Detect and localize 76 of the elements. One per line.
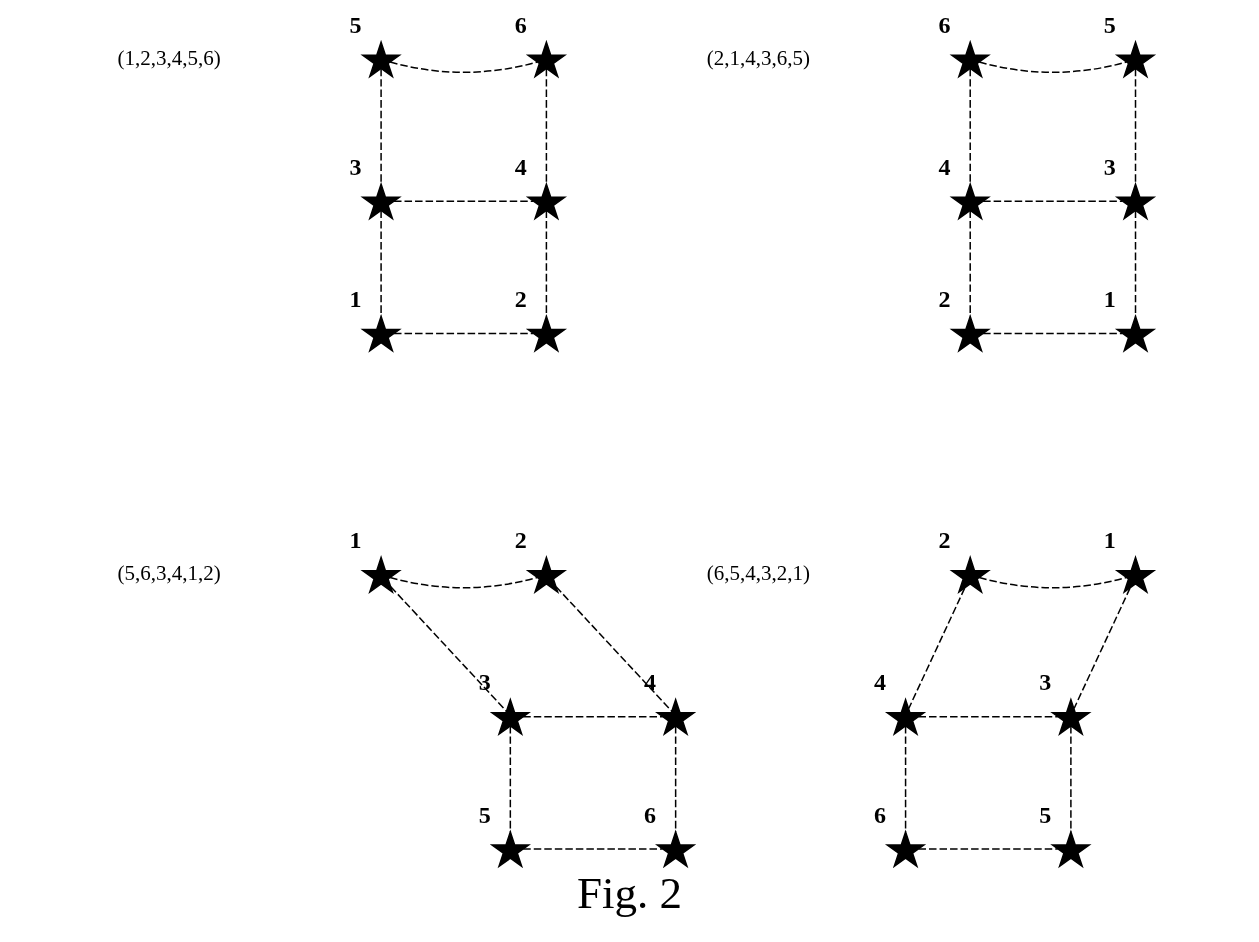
node-label: 4 <box>938 153 951 180</box>
connector <box>969 67 971 185</box>
node-star <box>360 181 402 221</box>
node-label: 1 <box>1103 526 1116 553</box>
node-label: 6 <box>514 11 527 38</box>
node-star <box>489 828 531 868</box>
connector <box>393 332 535 334</box>
connector <box>1134 67 1137 185</box>
node-label: 4 <box>873 668 886 695</box>
node-label: 6 <box>873 800 886 827</box>
connector <box>389 576 538 589</box>
label: (2,1,4,3,6,5) <box>706 45 810 70</box>
label: (6,5,4,3,2,1) <box>706 560 810 585</box>
node-label: 6 <box>938 11 951 38</box>
node-star <box>525 181 568 221</box>
node-star <box>1114 181 1157 221</box>
connector <box>908 586 966 709</box>
connector <box>982 200 1124 202</box>
node-star <box>949 554 991 594</box>
node-label: 5 <box>478 800 491 827</box>
connector <box>545 67 548 185</box>
connector <box>674 724 677 832</box>
connector <box>380 67 382 185</box>
node-label: 2 <box>938 526 951 553</box>
node-star <box>525 39 568 79</box>
node-star <box>655 696 697 736</box>
connector <box>389 60 538 73</box>
node-label: 1 <box>349 526 362 553</box>
connector <box>978 576 1128 589</box>
node-label: 3 <box>1039 668 1052 695</box>
node-star <box>360 554 402 594</box>
node-label: 1 <box>1103 285 1116 312</box>
node-star <box>525 554 568 594</box>
connector <box>904 724 907 832</box>
connector <box>917 715 1059 718</box>
node-star <box>884 828 927 868</box>
connector <box>917 847 1059 850</box>
connector <box>393 200 535 202</box>
node-star <box>655 828 697 868</box>
node-label: 3 <box>1103 153 1116 180</box>
node-star <box>1114 313 1157 353</box>
node-label: 5 <box>1103 11 1116 38</box>
node-label: 5 <box>1039 800 1052 827</box>
node-star <box>949 181 991 221</box>
node-star <box>949 313 991 353</box>
node-label: 1 <box>349 285 362 312</box>
connector <box>390 585 508 712</box>
node-star <box>489 696 531 736</box>
node-star <box>884 696 927 736</box>
node-label: 4 <box>514 153 527 180</box>
node-label: 3 <box>478 668 491 695</box>
connector <box>1073 586 1131 709</box>
connector <box>555 585 673 712</box>
node-label: 2 <box>514 526 527 553</box>
connector <box>1070 724 1072 832</box>
node-label: 2 <box>938 285 951 312</box>
connector <box>509 724 512 832</box>
connector <box>982 332 1124 334</box>
node-star <box>1114 39 1157 79</box>
node-star <box>360 313 402 353</box>
node-star <box>1114 554 1157 594</box>
caption: Fig. 2 <box>576 867 683 918</box>
node-label: 2 <box>514 285 527 312</box>
node-label: 3 <box>349 153 362 180</box>
node-label: 6 <box>643 800 656 827</box>
node-star <box>1050 696 1092 736</box>
node-label: 4 <box>643 668 656 695</box>
label: (5,6,3,4,1,2) <box>117 560 221 585</box>
node-label: 5 <box>349 11 362 38</box>
node-star <box>525 313 568 353</box>
node-star <box>949 39 991 79</box>
connector <box>522 847 664 850</box>
connector <box>522 715 664 718</box>
node-star <box>360 39 402 79</box>
label: (1,2,3,4,5,6) <box>117 45 221 70</box>
connector <box>978 60 1128 73</box>
